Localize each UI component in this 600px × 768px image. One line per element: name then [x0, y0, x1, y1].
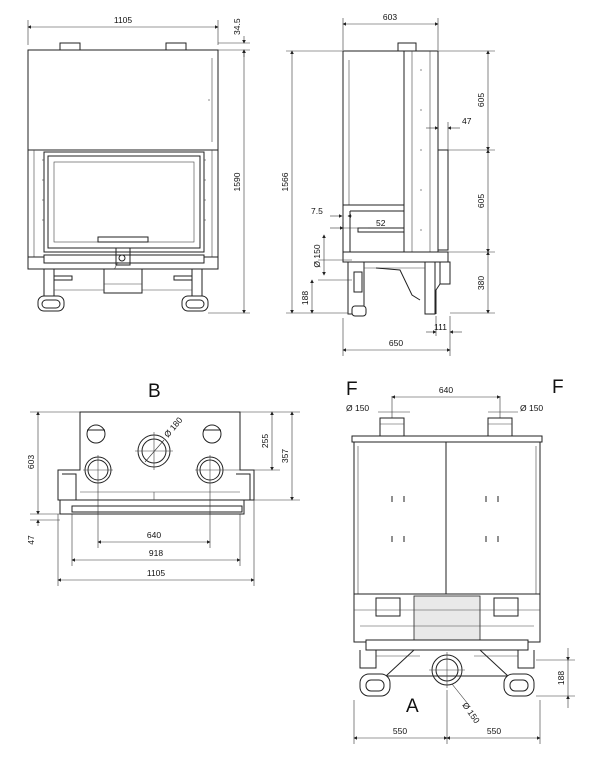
view-f-outlet-right-label: Ø 150	[520, 403, 543, 413]
side-leg-height-label: 188	[300, 291, 310, 305]
side-offset47-label: 47	[462, 116, 472, 126]
view-f-spacing-label: 640	[439, 385, 453, 395]
view-f-left-label: F	[346, 379, 358, 400]
side-foot-depth-label: 111	[434, 322, 447, 332]
side-upper-label: 605	[476, 93, 486, 107]
front-height-label: 1590	[232, 172, 242, 191]
top-view-b: B Ø 180 603 47	[26, 381, 300, 586]
view-a-label: A	[406, 696, 419, 717]
side-d52-label: 52	[376, 218, 386, 228]
view-b-d255-label: 255	[260, 434, 270, 448]
view-b-front-strip-label: 47	[26, 535, 36, 545]
side-total-depth-label: 650	[389, 338, 403, 348]
view-b-width-label: 1105	[147, 568, 166, 578]
side-depth-label: 603	[383, 12, 397, 22]
view-b-inner-width-label: 918	[149, 548, 163, 558]
view-f-right-label: F	[552, 377, 564, 398]
side-view: 603 1566	[280, 12, 495, 356]
side-outlet-label: Ø 150	[312, 244, 322, 267]
view-b-spacing-label: 640	[147, 530, 161, 540]
side-lower-label: 380	[476, 276, 486, 290]
side-total-height-label: 1566	[280, 172, 290, 191]
front-width-label: 1105	[114, 15, 133, 25]
view-f-outlet-left-label: Ø 150	[346, 403, 369, 413]
back-view: F F 640 Ø 150 Ø 150	[346, 377, 575, 744]
front-top-offset-label: 34.5	[232, 18, 242, 35]
side-middle-label: 605	[476, 194, 486, 208]
view-f-half-left-label: 550	[393, 726, 407, 736]
view-f-inlet-label: Ø 150	[460, 700, 482, 725]
view-f-half-right-label: 550	[487, 726, 501, 736]
side-d75-label: 7.5	[311, 206, 323, 216]
view-b-depth-label: 603	[26, 455, 36, 469]
front-view: 1105	[27, 15, 250, 314]
view-b-d357-label: 357	[280, 449, 290, 463]
view-b-label: B	[148, 381, 161, 402]
view-f-leg-height-label: 188	[556, 671, 566, 685]
